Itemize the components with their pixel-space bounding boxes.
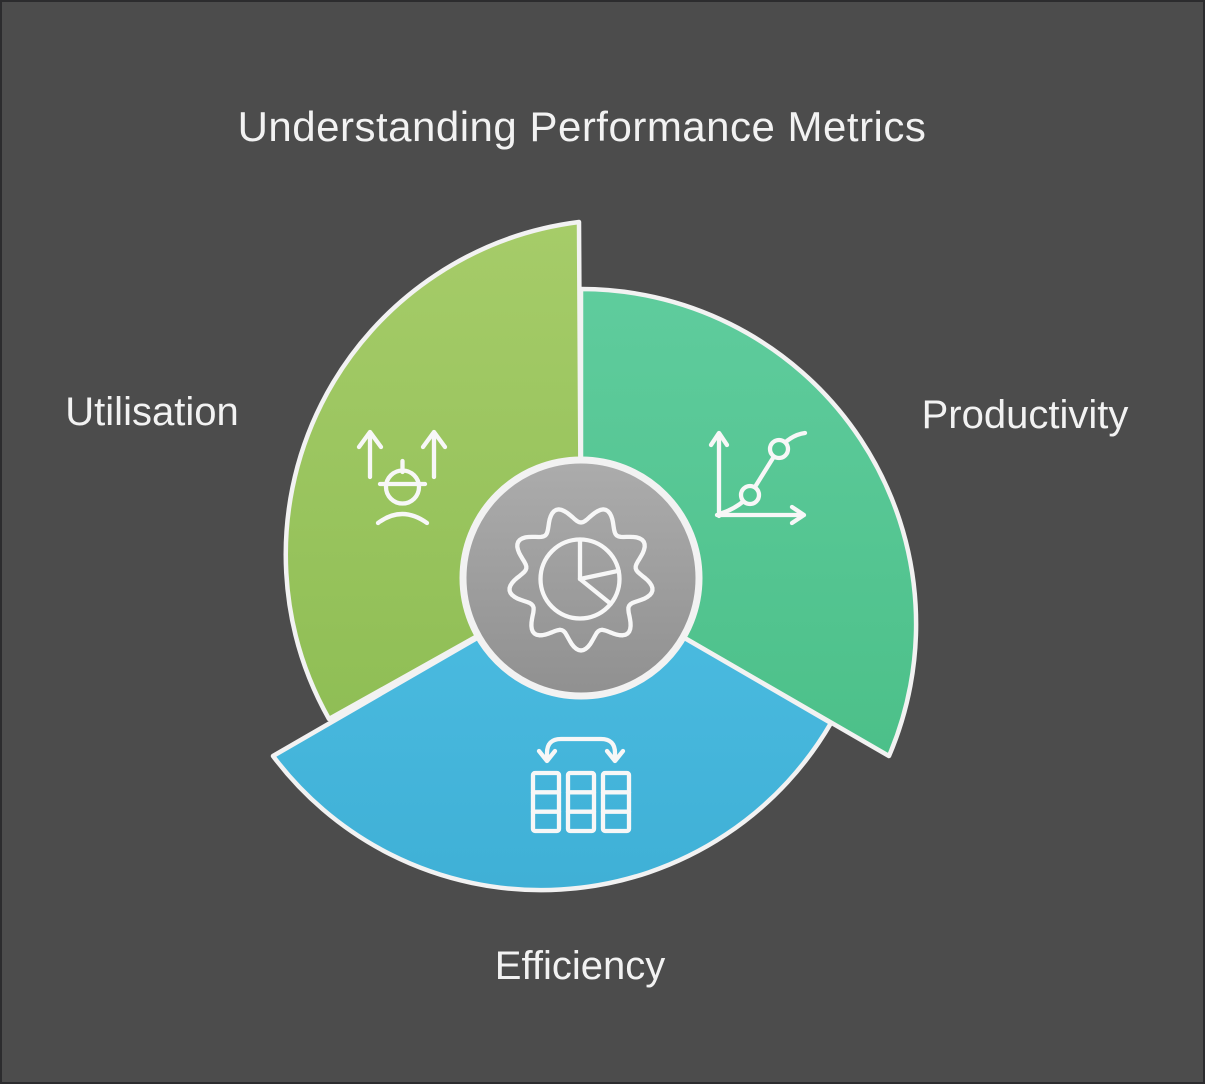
- gear-outline: [507, 507, 655, 653]
- pie-slice-line-lower: [577, 576, 613, 606]
- reallocation-arrowhead-left: [536, 748, 558, 764]
- segment-efficiency-wedge: [270, 575, 834, 893]
- segment-label-productivity: Productivity: [922, 393, 1129, 437]
- resource-columns-icon: [530, 736, 632, 834]
- diagram-labels: Understanding Performance Metrics Utilis…: [65, 103, 1128, 988]
- chart-x-arrowhead: [789, 504, 807, 526]
- column-3: [600, 770, 632, 834]
- column-1-dividers: [530, 790, 562, 814]
- chart-y-arrowhead: [708, 430, 730, 448]
- chart-point-1: [738, 483, 762, 507]
- page-title: Understanding Performance Metrics: [238, 103, 927, 150]
- worker-shoulders: [375, 511, 430, 526]
- segment-label-utilisation: Utilisation: [65, 390, 238, 434]
- column-2: [565, 770, 597, 834]
- column-1: [530, 770, 562, 834]
- pie-slice-line-right: [577, 568, 621, 582]
- chart-point-2: [767, 437, 791, 461]
- segment-wedges: [270, 219, 919, 893]
- line-chart-icon: [708, 430, 808, 526]
- reallocation-arc: [544, 736, 618, 763]
- segment-productivity-wedge: [578, 286, 919, 759]
- chart-trend-line: [719, 430, 808, 516]
- up-arrow-left-head: [356, 429, 384, 450]
- reallocation-arrowhead-right: [604, 748, 626, 764]
- column-3-dividers: [600, 790, 632, 814]
- gear-pie-chart-icon: [507, 507, 655, 653]
- worker-growth-icon: [356, 429, 448, 526]
- column-2-dividers: [565, 790, 597, 814]
- segment-label-efficiency: Efficiency: [495, 944, 665, 988]
- up-arrow-right-head: [420, 429, 448, 450]
